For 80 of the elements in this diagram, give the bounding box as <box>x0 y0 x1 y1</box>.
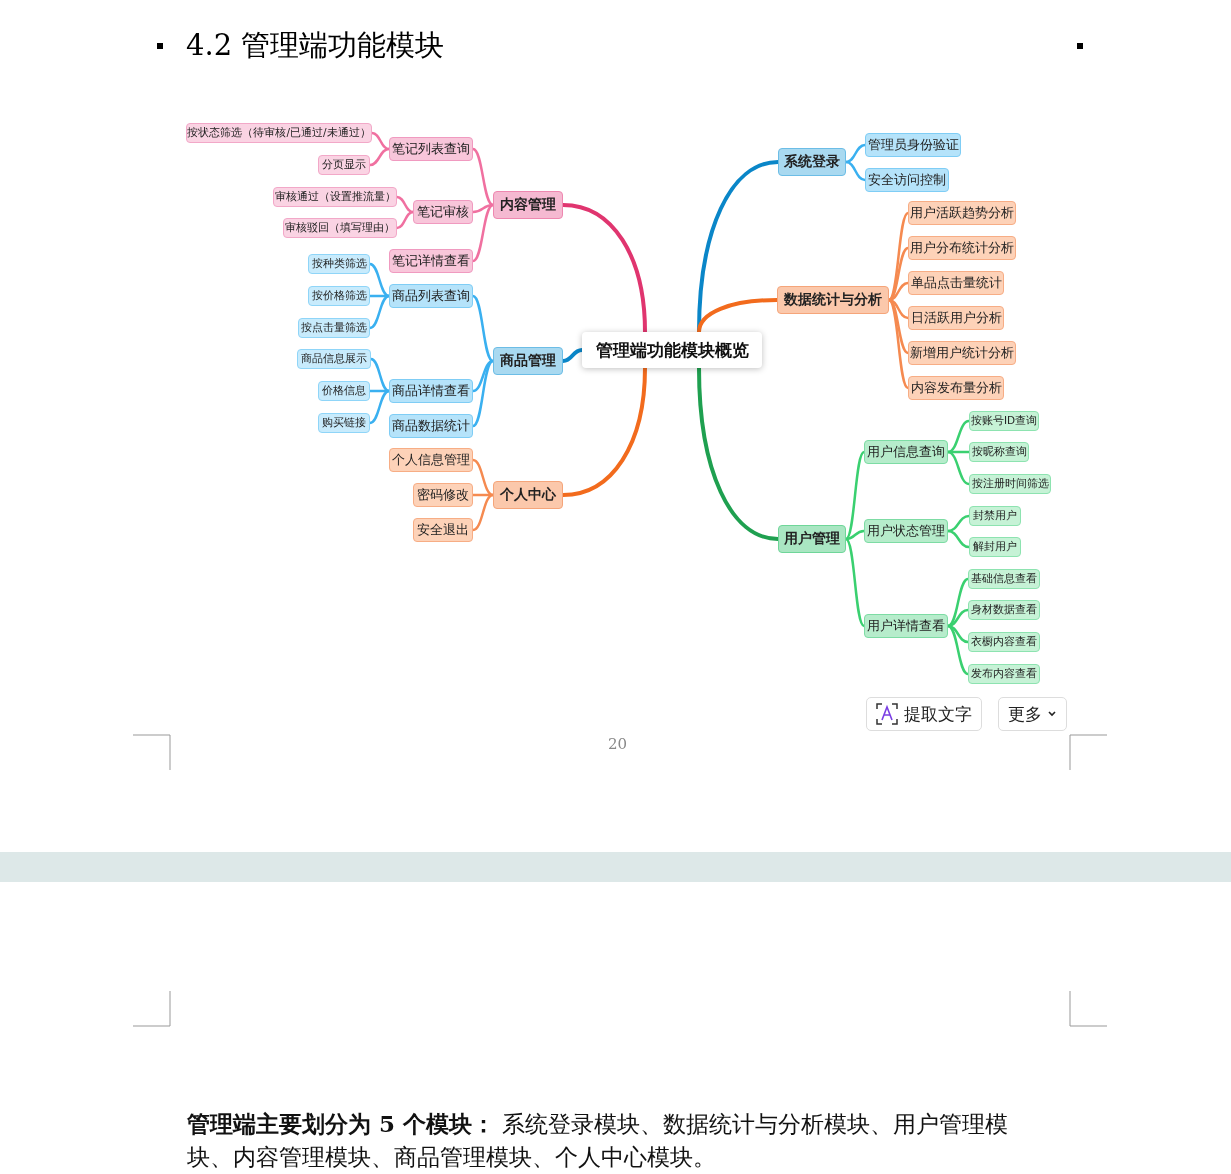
topic-box: 笔记审核 <box>413 200 473 224</box>
subtopic-box: 解封用户 <box>969 537 1021 557</box>
subtopic-box: 按昵称查询 <box>969 442 1029 462</box>
branch-box: 用户管理 <box>778 525 846 553</box>
branch-line <box>561 203 647 334</box>
topic-box: 笔记详情查看 <box>389 249 473 273</box>
branch-box: 系统登录 <box>778 148 846 176</box>
topic-box: 商品详情查看 <box>389 379 473 403</box>
branch-line <box>844 143 867 164</box>
branch-box: 商品管理 <box>493 347 563 375</box>
topic-box: 笔记列表查询 <box>389 137 473 161</box>
branch-line <box>844 160 867 182</box>
branch-box: 数据统计与分析 <box>777 286 889 314</box>
subtopic-box: 按账号ID查询 <box>969 411 1039 431</box>
topic-box: 用户详情查看 <box>864 614 948 638</box>
branch-line <box>370 131 391 151</box>
branch-line <box>368 262 391 298</box>
subtopic-box: 衣橱内容查看 <box>968 632 1040 652</box>
topic-box: 密码修改 <box>413 483 473 507</box>
topic-box: 用户状态管理 <box>864 519 948 543</box>
more-button: 更多 <box>998 697 1067 731</box>
branch-line <box>471 147 495 207</box>
subtopic-box: 价格信息 <box>318 381 370 401</box>
branch-line <box>395 210 415 230</box>
subtopic-box: 商品信息展示 <box>297 349 371 369</box>
topic-box: 用户分布统计分析 <box>908 236 1016 260</box>
subtopic-box: 发布内容查看 <box>968 664 1040 684</box>
topic-box: 单品点击量统计 <box>908 271 1004 295</box>
branch-line <box>844 537 866 628</box>
central-topic-box: 管理端功能模块概览 <box>582 332 762 368</box>
branch-line <box>368 147 391 167</box>
branch-line <box>395 195 415 214</box>
topic-box: 内容发布量分析 <box>908 376 1004 400</box>
branch-line <box>561 348 584 363</box>
subtopic-box: 基础信息查看 <box>968 569 1040 589</box>
branch-line <box>946 450 971 486</box>
branch-line <box>368 294 391 330</box>
branch-line <box>368 389 391 425</box>
extract-text-button: 提取文字 <box>866 697 982 731</box>
topic-box: 安全访问控制 <box>865 168 949 192</box>
topic-box: 商品列表查询 <box>389 284 473 308</box>
branch-line <box>844 450 866 541</box>
branch-line <box>946 624 970 676</box>
subtopic-box: 购买链接 <box>318 413 370 433</box>
topic-box: 用户信息查询 <box>864 440 948 464</box>
subtopic-box: 身材数据查看 <box>968 600 1040 620</box>
topic-box: 用户活跃趋势分析 <box>908 201 1016 225</box>
branch-line <box>697 366 780 541</box>
branch-box: 个人中心 <box>493 481 563 509</box>
subtopic-box: 审核驳回（填写理由） <box>283 218 397 238</box>
topic-box: 安全退出 <box>413 518 473 542</box>
subtopic-box: 按点击量筛选 <box>298 318 370 338</box>
topic-box: 个人信息管理 <box>389 448 473 472</box>
branch-line <box>471 458 495 497</box>
branch-line <box>946 514 971 533</box>
topic-box: 管理员身份验证 <box>865 133 961 157</box>
branch-line <box>697 298 779 334</box>
branch-line <box>946 529 971 549</box>
section-heading: 4.2 管理端功能模块 <box>186 27 445 64</box>
topic-box: 新增用户统计分析 <box>908 341 1016 365</box>
subtopic-box: 封禁用户 <box>969 506 1021 526</box>
subtopic-box: 按注册时间筛选 <box>969 474 1051 494</box>
subtopic-box: 审核通过（设置推流量） <box>273 187 397 207</box>
topic-box: 商品数据统计 <box>389 414 473 438</box>
branch-line <box>946 608 970 628</box>
subtopic-box: 按价格筛选 <box>308 286 370 306</box>
branch-line <box>471 359 495 428</box>
subtopic-box: 分页显示 <box>318 155 370 175</box>
branch-line <box>561 366 647 497</box>
branch-line <box>471 203 495 263</box>
branch-line <box>471 493 495 532</box>
body-paragraph: 管理端主要划分为 5 个模块： 系统登录模块、数据统计与分析模块、用户管理模块、内容管理模块、商品管理模块、个人中心模块。 <box>187 1109 1010 1172</box>
branch-box: 内容管理 <box>493 191 563 219</box>
subtopic-box: 按状态筛选（待审核/已通过/未通过） <box>186 123 372 143</box>
page-number: 20 <box>608 735 628 753</box>
subtopic-box: 按种类筛选 <box>308 254 370 274</box>
topic-box: 日活跃用户分析 <box>908 306 1004 330</box>
branch-line <box>369 357 391 393</box>
branch-line <box>471 294 495 363</box>
branch-line <box>946 419 971 454</box>
